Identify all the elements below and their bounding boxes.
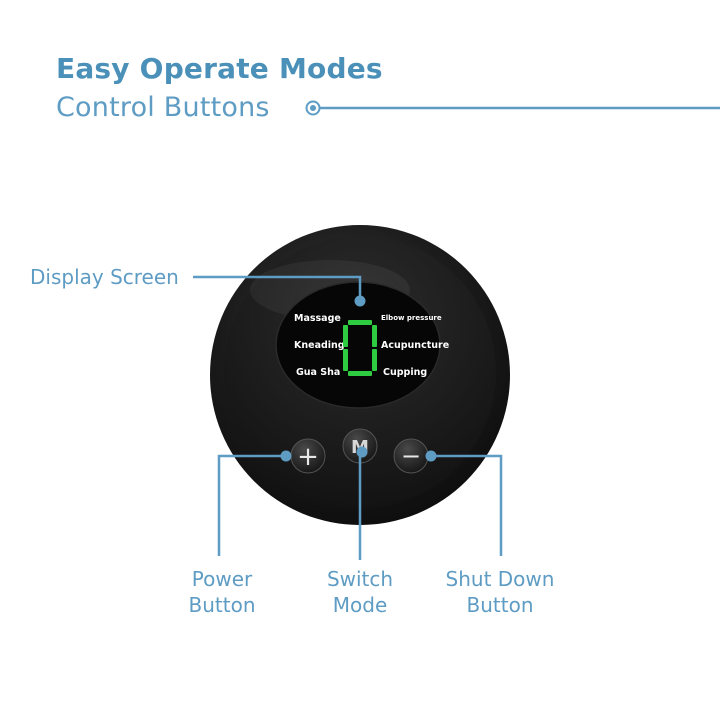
plus-button[interactable]: + <box>290 438 326 474</box>
screen-mode-cupping: Cupping <box>383 367 427 378</box>
power-button-label: Power Button <box>188 567 256 617</box>
screen-mode-kneading: Kneading <box>294 340 345 351</box>
switch-mode-label: Switch Mode <box>326 567 394 617</box>
callout-display-line <box>193 275 362 297</box>
callout-power-dot <box>280 450 292 462</box>
heading-subtitle: Control Buttons <box>56 92 270 123</box>
plus-icon: + <box>297 442 319 472</box>
screen-mode-acupuncture: Acupuncture <box>381 340 449 351</box>
header-pointer <box>305 100 720 116</box>
display-screen: Massage Kneading Gua Sha Elbow pressure … <box>275 281 449 409</box>
callout-shutdown-line <box>433 454 503 556</box>
minus-button[interactable]: − <box>393 438 429 474</box>
callout-power-line <box>217 454 285 556</box>
screen-mode-massage: Massage <box>294 313 341 324</box>
display-screen-label: Display Screen <box>30 265 179 289</box>
callout-display-dot <box>354 295 366 307</box>
screen-mode-gua-sha: Gua Sha <box>296 367 340 378</box>
minus-icon: − <box>401 442 421 470</box>
shut-down-button-label: Shut Down Button <box>445 567 555 617</box>
callout-switch-dot <box>356 446 368 458</box>
screen-mode-elbow-pressure: Elbow pressure <box>381 314 442 322</box>
seven-segment-digit <box>343 320 377 376</box>
callout-shutdown-dot <box>425 450 437 462</box>
heading-title: Easy Operate Modes <box>56 52 383 85</box>
